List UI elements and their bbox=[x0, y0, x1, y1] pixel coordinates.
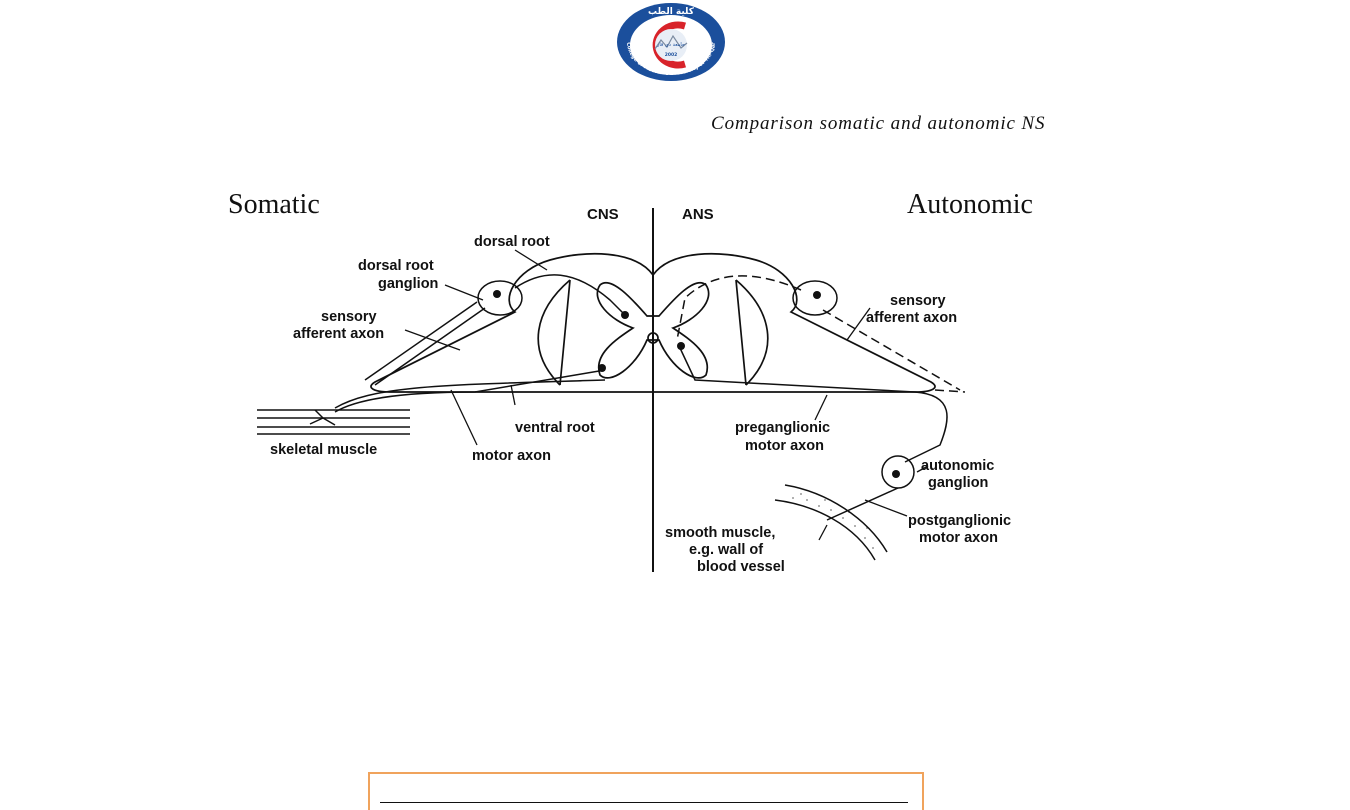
autonomic-pathways bbox=[676, 275, 966, 561]
label-smooth-muscle-line3: blood vessel bbox=[697, 559, 785, 575]
label-sensory-right-line1: sensory bbox=[890, 293, 946, 309]
label-postganglionic-line1: postganglionic bbox=[908, 513, 1011, 529]
label-skeletal-muscle: skeletal muscle bbox=[270, 442, 377, 458]
autonomic-cell-bodies bbox=[677, 291, 900, 478]
college-logo: كلية الطب جامعة ذي قار 2002 College of M… bbox=[617, 3, 725, 81]
somatic-cell-bodies bbox=[493, 290, 629, 372]
label-autonomic-ganglion-line1: autonomic bbox=[921, 458, 994, 474]
header-ans: ANS bbox=[682, 206, 714, 223]
label-sensory-left-line2: afferent axon bbox=[293, 326, 384, 342]
label-autonomic-ganglion-line2: ganglion bbox=[928, 475, 988, 491]
somatic-pathways bbox=[257, 274, 626, 435]
figure-caption: Comparison somatic and autonomic NS bbox=[711, 113, 1046, 134]
label-sensory-right-line2: afferent axon bbox=[866, 310, 957, 326]
footer-rule bbox=[380, 802, 908, 803]
label-smooth-muscle-line2: e.g. wall of bbox=[689, 542, 763, 558]
logo-arabic-center: جامعة ذي قار bbox=[656, 42, 685, 48]
logo-year: 2002 bbox=[665, 52, 678, 58]
label-preganglionic-line2: motor axon bbox=[745, 438, 824, 454]
label-dorsal-root: dorsal root bbox=[474, 234, 550, 250]
footer-box bbox=[368, 772, 924, 810]
leader-lines bbox=[404, 249, 929, 541]
title-somatic: Somatic bbox=[228, 189, 320, 220]
title-autonomic: Autonomic bbox=[907, 189, 1033, 220]
label-drg-line1: dorsal root bbox=[358, 258, 434, 274]
label-motor-axon: motor axon bbox=[472, 448, 551, 464]
label-sensory-left-line1: sensory bbox=[321, 309, 377, 325]
label-postganglionic-line2: motor axon bbox=[919, 530, 998, 546]
label-ventral-root: ventral root bbox=[515, 420, 595, 436]
spinal-cord-outline bbox=[370, 252, 936, 393]
label-preganglionic-line1: preganglionic bbox=[735, 420, 830, 436]
vessel-texture bbox=[792, 493, 874, 549]
label-drg-line2: ganglion bbox=[378, 276, 438, 292]
label-smooth-muscle-line1: smooth muscle, bbox=[665, 525, 775, 541]
header-cns: CNS bbox=[587, 206, 619, 223]
somatic-autonomic-diagram: Somatic Autonomic CNS ANS dorsal root do… bbox=[228, 189, 1033, 575]
logo-arabic-title: كلية الطب bbox=[648, 7, 695, 17]
